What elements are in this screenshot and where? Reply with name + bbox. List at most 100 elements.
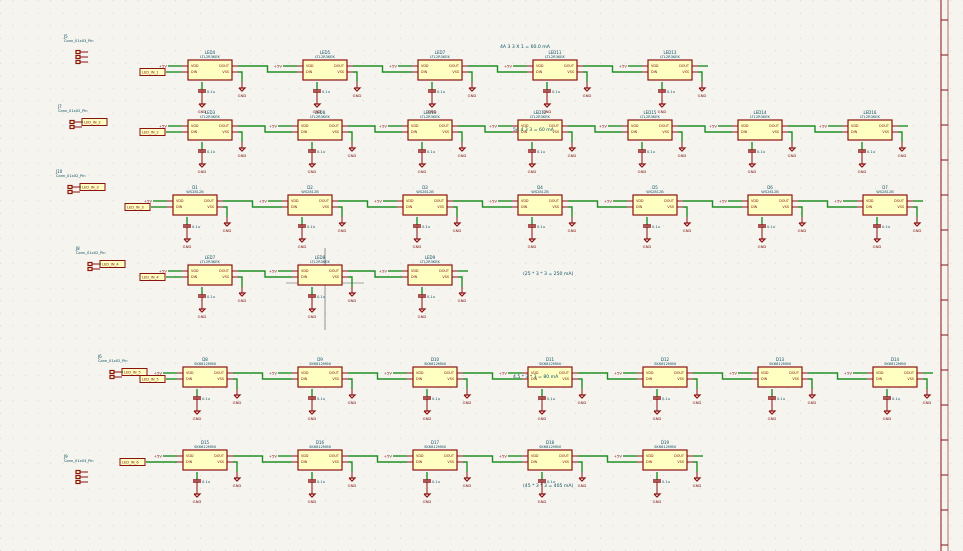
- pin-vdd: VDD: [651, 64, 659, 68]
- net-label: LED_IN_4: [139, 273, 166, 281]
- gnd-symbol: GND: [453, 217, 462, 233]
- vss-wire: [693, 461, 698, 472]
- labels-layer: LED_IN_1+5VGND0.1uGND+5VGND0.1uGND+5VGND…: [119, 63, 932, 504]
- vss-wire: [798, 206, 803, 217]
- gnd-triangle: [578, 477, 587, 482]
- gnd-triangle: [183, 238, 192, 243]
- pin-vdd: VDD: [416, 454, 424, 458]
- chip-body: [182, 366, 228, 388]
- gnd-symbol: GND: [788, 142, 797, 158]
- cap-value: 0.1u: [662, 480, 670, 484]
- gnd-triangle: [308, 493, 317, 498]
- net-label-box: [119, 458, 146, 466]
- chip-body: [297, 119, 343, 141]
- chip-reference: LED8: [315, 255, 326, 260]
- vdd-net-label: +5V: [159, 268, 168, 273]
- chip-value: LTL2R3KEK: [310, 115, 330, 119]
- net-label-text: LED_IN_4: [142, 275, 159, 279]
- connector-pin: [75, 474, 81, 480]
- vss-wire: [898, 131, 903, 142]
- connector-pin: [75, 469, 81, 475]
- pin-vss: VSS: [552, 130, 559, 134]
- gnd-triangle: [238, 147, 247, 152]
- gnd-triangle: [238, 87, 247, 92]
- pin-vss: VSS: [677, 377, 684, 381]
- gnd-symbol: GND: [418, 303, 427, 319]
- vdd-net-label: +5V: [504, 63, 513, 68]
- data-wire: [233, 455, 292, 463]
- gnd-symbol: GND: [568, 142, 577, 158]
- pin-vdd: VDD: [416, 371, 424, 375]
- gnd-triangle: [348, 477, 357, 482]
- pin-dout: DOUT: [219, 64, 230, 68]
- gnd-label: GND: [198, 314, 207, 319]
- gnd-symbol: GND: [543, 98, 552, 114]
- gnd-label: GND: [538, 499, 547, 504]
- gnd-triangle: [298, 238, 307, 243]
- note-2: 5A 4 3 3 = 60 mA: [513, 127, 555, 133]
- pin-dout: DOUT: [564, 64, 575, 68]
- gnd-triangle: [683, 222, 692, 227]
- pin-din: DIN: [291, 205, 298, 209]
- chip-value: WS2812B: [186, 190, 204, 194]
- sheet-frame-ticks: [941, 19, 948, 546]
- pin-vdd: VDD: [301, 371, 309, 375]
- pin-vss: VSS: [222, 275, 229, 279]
- vdd-net-label: +5V: [389, 63, 398, 68]
- gnd-symbol: GND: [578, 472, 587, 488]
- cap-value: 0.1u: [432, 480, 440, 484]
- pin-vss: VSS: [332, 460, 339, 464]
- vss-wire: [683, 206, 688, 217]
- chip-reference: LED15: [644, 110, 657, 115]
- net-label-text: LED_IN_5: [142, 377, 159, 381]
- gnd-symbol: GND: [193, 488, 202, 504]
- vdd-net-label: +5V: [834, 198, 843, 203]
- gnd-symbol: GND: [223, 217, 232, 233]
- chip-value: LTL2R3KEK: [310, 260, 330, 264]
